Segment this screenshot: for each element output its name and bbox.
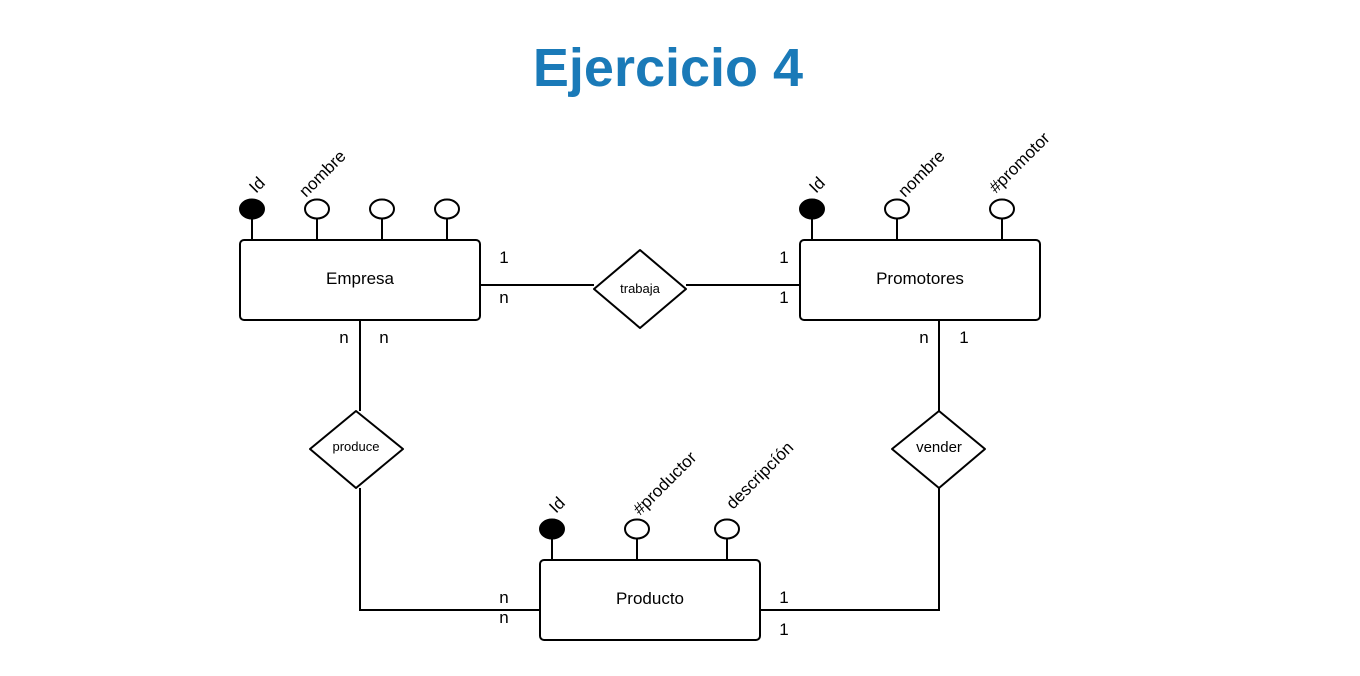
entity-producto: Producto Id #productor descripcíón [539, 438, 797, 641]
attribute-marker [434, 198, 460, 220]
attribute-label-promotores-id: Id [805, 173, 828, 196]
connectors [359, 284, 940, 611]
attribute-stems [251, 219, 1003, 560]
entity-promotores-label: Promotores [876, 269, 964, 288]
relationship-trabaja-label: trabaja [620, 281, 661, 296]
relationship-trabaja: trabaja 1 n 1 1 [499, 248, 789, 329]
page-title: Ejercicio 4 [533, 38, 803, 98]
entity-empresa-label: Empresa [326, 269, 395, 288]
cardinality-label: 1 [959, 328, 968, 347]
connector-vender-producto [760, 488, 940, 611]
cardinality-label: n [339, 328, 348, 347]
attribute-key-marker [799, 198, 825, 220]
connector-produce-producto [359, 488, 540, 611]
attribute-label-producto-productor: #productor [629, 448, 700, 519]
attribute-label-promotores-promotor: #promotor [985, 128, 1053, 196]
relationship-trabaja-diamond [593, 249, 687, 329]
cardinality-label: n [499, 588, 508, 607]
cardinality-label: n [919, 328, 928, 347]
relationship-produce: produce n n n n [309, 328, 509, 627]
entity-empresa-box [239, 239, 481, 321]
attribute-key-marker [539, 518, 565, 540]
cardinality-label: 1 [779, 620, 788, 639]
relationship-vender: vender n 1 1 1 [779, 328, 986, 639]
relationship-vender-diamond [891, 410, 986, 489]
attribute-marker [714, 518, 740, 540]
attribute-marker [304, 198, 330, 220]
cardinality-label: 1 [779, 288, 788, 307]
relationship-produce-diamond [309, 410, 404, 489]
attribute-marker [369, 198, 395, 220]
attribute-label-promotores-nombre: nombre [894, 147, 948, 201]
cardinality-label: n [379, 328, 388, 347]
cardinality-label: 1 [779, 588, 788, 607]
attribute-label-empresa-id: Id [245, 173, 268, 196]
relationship-produce-label: produce [333, 439, 380, 454]
attribute-marker [884, 198, 910, 220]
attribute-label-empresa-nombre: nombre [295, 147, 349, 201]
entity-producto-label: Producto [616, 589, 684, 608]
cardinality-label: n [499, 608, 508, 627]
entity-promotores: Promotores Id nombre #promotor [799, 128, 1054, 321]
attribute-key-marker [239, 198, 265, 220]
entity-promotores-box [799, 239, 1041, 321]
attribute-label-producto-id: Id [545, 493, 568, 516]
relationship-vender-label: vender [916, 439, 962, 456]
entity-producto-box [539, 559, 761, 641]
entity-empresa: Empresa Id nombre [239, 147, 481, 321]
attribute-marker [624, 518, 650, 540]
cardinality-label: 1 [779, 248, 788, 267]
attribute-label-producto-descripcion: descripcíón [722, 438, 797, 513]
cardinality-label: n [499, 288, 508, 307]
attribute-marker [989, 198, 1015, 220]
cardinality-label: 1 [499, 248, 508, 267]
